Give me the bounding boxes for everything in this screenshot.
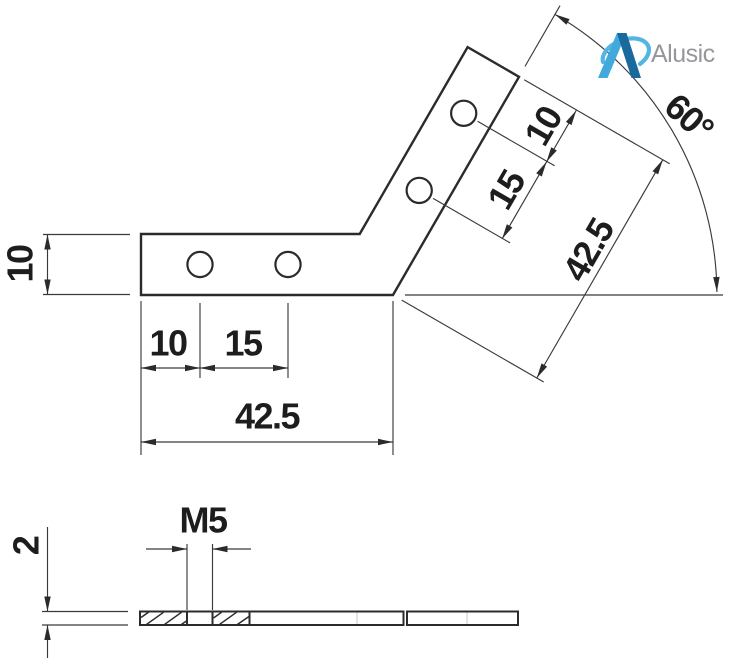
dim-label-angle: 60° xyxy=(657,85,722,149)
side-view: M5 2 xyxy=(6,500,519,658)
logo-swoosh-icon xyxy=(600,36,652,67)
dim-label-thickness: 2 xyxy=(6,536,47,555)
hole-circle xyxy=(450,99,478,128)
bracket-outline xyxy=(139,45,521,297)
logo-a-left-stroke-icon xyxy=(598,33,627,78)
dim-thickness: 2 xyxy=(6,527,128,658)
hole-circle xyxy=(274,250,302,279)
dim-label-bottom-15: 15 xyxy=(224,323,263,364)
dim-label-arm-15: 15 xyxy=(479,162,534,216)
dim-thread: M5 xyxy=(146,500,251,610)
dim-arm-total: 42.5 xyxy=(401,159,664,383)
top-view: 10 10 15 42.5 xyxy=(0,5,723,455)
dim-label-arm-total: 42.5 xyxy=(554,211,622,288)
hole-circle xyxy=(186,250,214,279)
plate-section-left xyxy=(139,610,405,626)
logo-wordmark: Alusic xyxy=(651,40,715,68)
dim-label-plate-width: 10 xyxy=(0,245,41,283)
dim-plate-width: 10 xyxy=(0,233,130,296)
dim-label-arm-10: 10 xyxy=(516,99,570,152)
section-hatching xyxy=(140,611,250,626)
dim-label-bottom-total: 42.5 xyxy=(235,396,301,437)
dim-label-bottom-10: 10 xyxy=(149,323,187,364)
hole-circle xyxy=(405,176,433,205)
angle-arc xyxy=(554,13,718,293)
brand-logo: Alusic xyxy=(598,33,715,78)
plate-section-right xyxy=(406,610,519,626)
logo-a-right-stroke-icon xyxy=(617,33,641,78)
dim-label-thread: M5 xyxy=(179,500,227,541)
dim-bottom-chain: 10 15 42.5 xyxy=(140,301,394,455)
